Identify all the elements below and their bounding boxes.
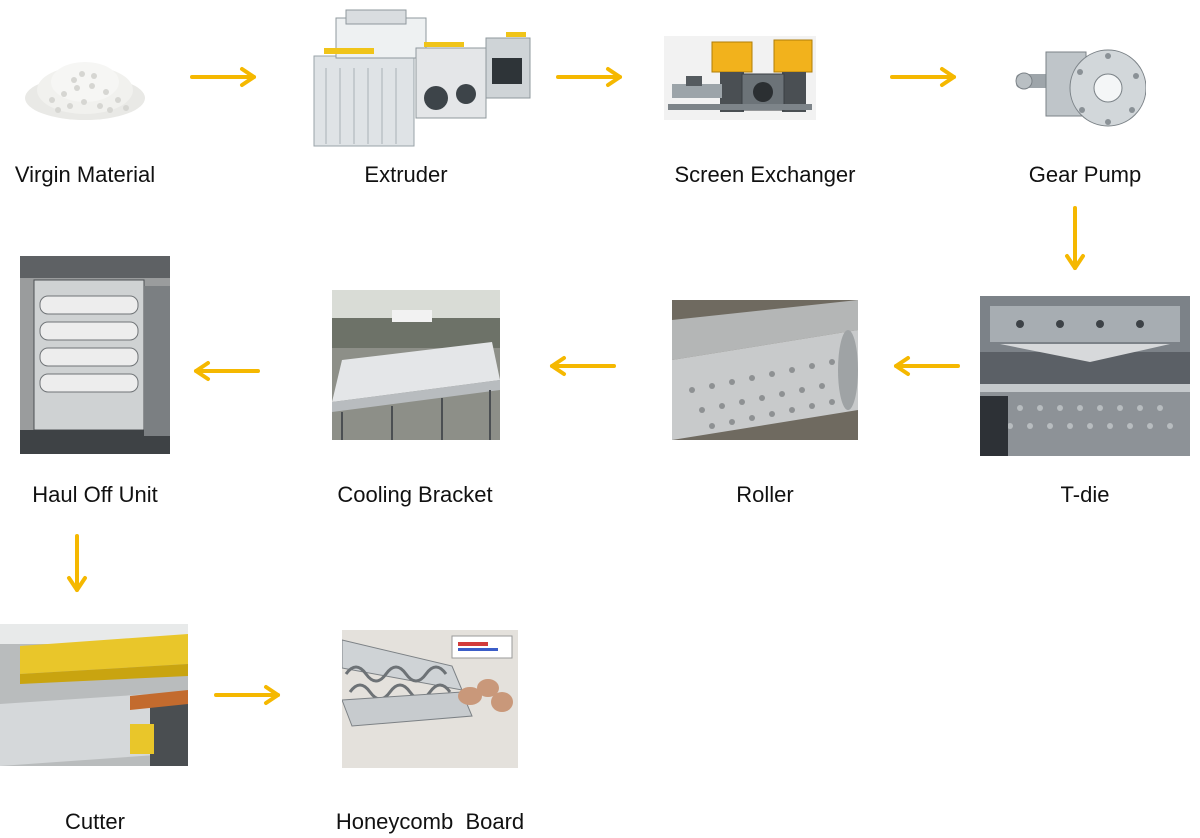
roller-label: Roller bbox=[736, 482, 794, 507]
flow-arrow-right bbox=[890, 66, 960, 88]
flow-arrow-right bbox=[190, 66, 260, 88]
screen-exchanger-image bbox=[664, 36, 816, 120]
virgin-material-label: Virgin Material bbox=[14, 162, 156, 187]
gear-pump-image bbox=[1012, 38, 1146, 132]
screen-exchanger-label: Screen Exchanger bbox=[674, 162, 856, 187]
flow-arrow-down bbox=[1064, 206, 1086, 274]
honeycomb-board-image bbox=[342, 630, 518, 768]
virgin-material-image bbox=[22, 50, 148, 122]
haul-off-unit-image bbox=[20, 256, 170, 454]
extruder-image bbox=[306, 8, 534, 148]
flow-arrow-right bbox=[214, 684, 284, 706]
gear-pump-label: Gear Pump bbox=[1028, 162, 1142, 187]
t-die-image bbox=[980, 296, 1190, 456]
flow-arrow-right bbox=[556, 66, 626, 88]
cutter-image bbox=[0, 624, 188, 766]
honeycomb-board-label: Honeycomb Board bbox=[335, 809, 525, 834]
roller-image bbox=[672, 300, 858, 440]
extruder-label: Extruder bbox=[364, 162, 448, 187]
t-die-label: T-die bbox=[1060, 482, 1110, 507]
cooling-bracket-image bbox=[332, 290, 500, 440]
haul-off-unit-label: Haul Off Unit bbox=[32, 482, 158, 507]
flow-arrow-left bbox=[890, 355, 960, 377]
flow-arrow-left bbox=[546, 355, 616, 377]
cooling-bracket-label: Cooling Bracket bbox=[337, 482, 493, 507]
flow-arrow-down bbox=[66, 534, 88, 596]
flow-arrow-left bbox=[190, 360, 260, 382]
cutter-label: Cutter bbox=[65, 809, 125, 834]
